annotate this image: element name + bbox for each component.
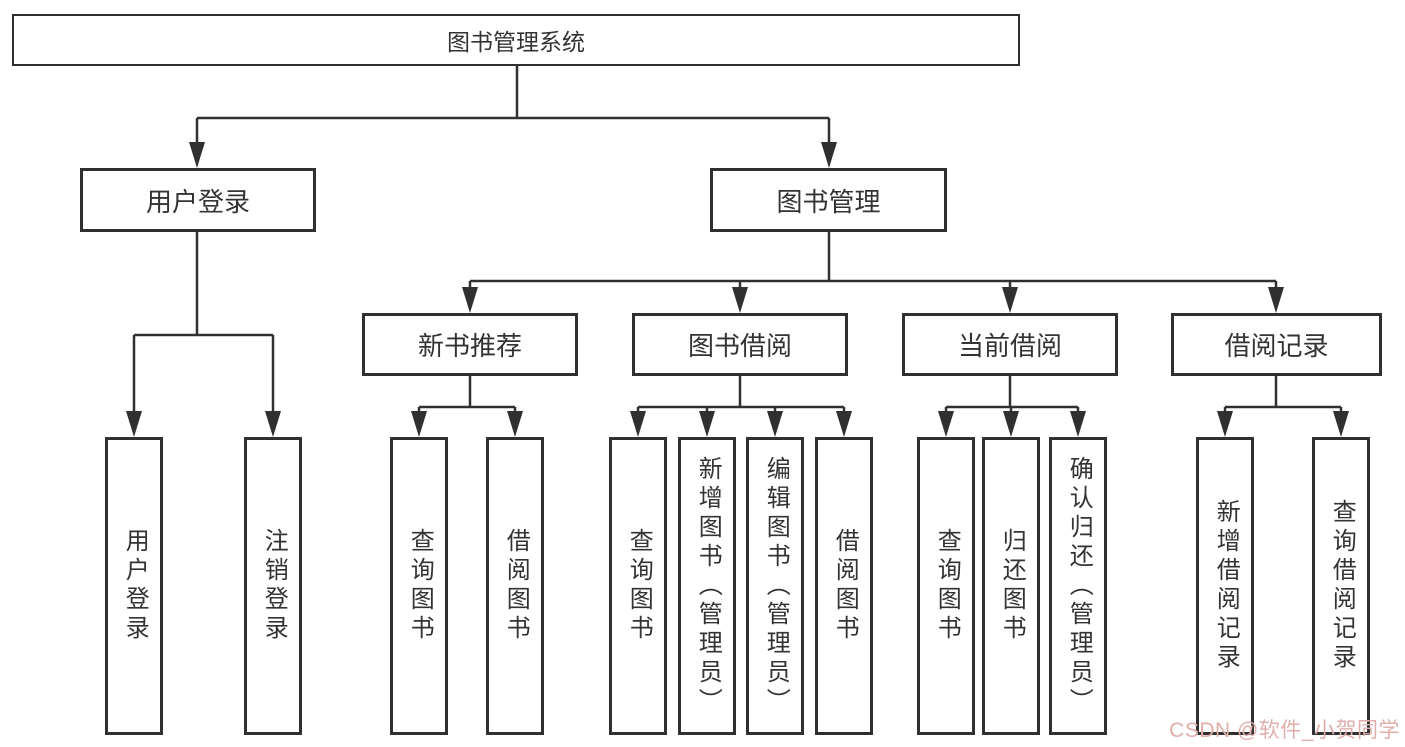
node-leaf-user-login: 用户登录 xyxy=(105,437,163,735)
node-new-book-recommend: 新书推荐 xyxy=(362,313,578,376)
node-label: 注销登录 xyxy=(260,528,288,644)
arrowheads xyxy=(126,142,1349,437)
node-label: 当前借阅 xyxy=(957,331,1062,361)
node-label: 新增图书（管理员） xyxy=(694,455,722,717)
node-borrow-records: 借阅记录 xyxy=(1171,313,1382,376)
node-label: 查询图书 xyxy=(625,528,653,644)
node-label: 查询图书 xyxy=(933,528,961,644)
node-current-borrowing: 当前借阅 xyxy=(902,313,1118,376)
node-label: 确认归还（管理员） xyxy=(1065,455,1093,717)
node-label: 归还图书 xyxy=(998,528,1026,644)
node-leaf-query-books-recommend: 查询图书 xyxy=(390,437,448,735)
node-leaf-query-books-borrowing: 查询图书 xyxy=(609,437,667,735)
node-leaf-borrow-books: 借阅图书 xyxy=(815,437,873,735)
node-label: 图书借阅 xyxy=(687,331,792,361)
node-label: 编辑图书（管理员） xyxy=(762,455,790,717)
node-label: 借阅图书 xyxy=(831,528,859,644)
node-label: 图书管理系统 xyxy=(447,29,585,55)
node-label: 查询图书 xyxy=(406,528,434,644)
node-label: 查询借阅记录 xyxy=(1328,499,1356,673)
node-leaf-confirm-return-admin: 确认归还（管理员） xyxy=(1049,437,1107,735)
node-book-borrowing: 图书借阅 xyxy=(632,313,848,376)
node-label: 新书推荐 xyxy=(417,331,522,361)
node-leaf-return-books: 归还图书 xyxy=(982,437,1040,735)
node-label: 用户登录 xyxy=(145,186,250,217)
node-book-management: 图书管理 xyxy=(710,168,947,232)
node-label: 用户登录 xyxy=(121,528,149,644)
node-leaf-query-books-current: 查询图书 xyxy=(917,437,975,735)
node-user-login: 用户登录 xyxy=(80,168,316,232)
node-leaf-add-borrow-record: 新增借阅记录 xyxy=(1196,437,1254,735)
node-leaf-query-borrow-record: 查询借阅记录 xyxy=(1312,437,1370,735)
node-root-system: 图书管理系统 xyxy=(12,14,1020,66)
csdn-watermark: CSDN @软件_小贺同学 xyxy=(1169,719,1400,742)
node-leaf-borrow-books-recommend: 借阅图书 xyxy=(486,437,544,735)
node-label: 借阅图书 xyxy=(502,528,530,644)
node-label: 借阅记录 xyxy=(1224,331,1329,361)
node-label: 图书管理 xyxy=(776,186,881,217)
node-leaf-add-books-admin: 新增图书（管理员） xyxy=(678,437,736,735)
node-leaf-edit-books-admin: 编辑图书（管理员） xyxy=(746,437,804,735)
node-label: 新增借阅记录 xyxy=(1212,499,1240,673)
node-leaf-logout: 注销登录 xyxy=(244,437,302,735)
